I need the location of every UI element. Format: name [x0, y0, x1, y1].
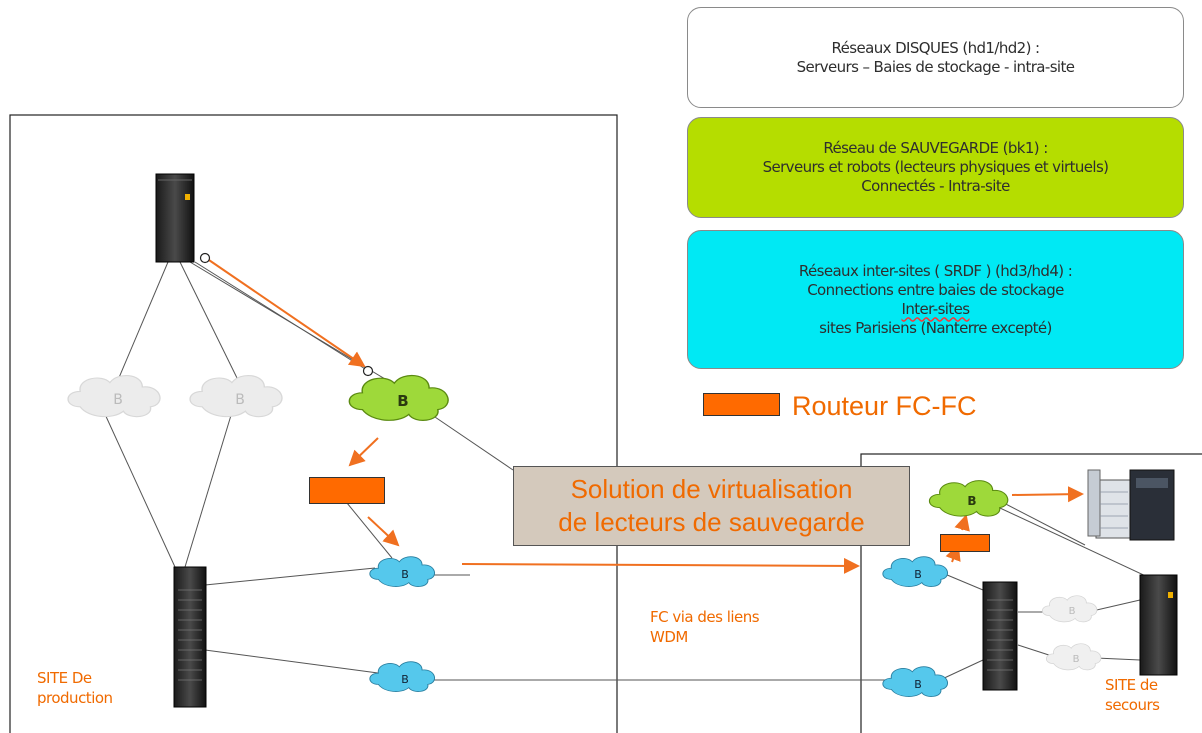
virtualisation-line1: Solution de virtualisation — [570, 474, 853, 504]
secours-disk-switch-faded-icon: B — [1046, 643, 1102, 671]
fc-router — [309, 477, 385, 504]
production-server-icon — [155, 173, 195, 263]
legend-intersite-line3: Inter-sites — [901, 299, 971, 318]
virtualisation-solution-box: Solution de virtualisation de lecteurs d… — [513, 466, 910, 546]
svg-text:B: B — [967, 494, 976, 508]
legend-backup-line1: Réseau de SAUVEGARDE (bk1) : — [823, 139, 1048, 157]
svg-text:B: B — [1073, 654, 1080, 665]
svg-text:B: B — [914, 678, 922, 691]
svg-text:B: B — [914, 568, 922, 581]
legend-intersite-line2: Connections entre baies de stockage — [807, 280, 1064, 299]
svg-text:B: B — [235, 392, 245, 408]
svg-text:B: B — [401, 673, 409, 686]
legend-disk-networks: Réseaux DISQUES (hd1/hd2) : Serveurs – B… — [687, 7, 1184, 108]
wdm-link-label: FC via des liens WDM — [650, 607, 760, 647]
virtualisation-line2: de lecteurs de sauvegarde — [558, 507, 865, 537]
site-secours-label: SITE de secours — [1105, 675, 1160, 715]
port-circle — [362, 365, 374, 377]
production-site-frame — [9, 114, 618, 733]
legend-backup-line3: Connectés - Intra-site — [861, 177, 1010, 195]
legend-disk-line1: Réseaux DISQUES (hd1/hd2) : — [831, 38, 1041, 57]
site-production-line2: production — [37, 689, 113, 707]
site-secours-line2: secours — [1105, 696, 1160, 714]
data-flow-arrows — [205, 257, 1084, 574]
secours-storage-icon — [982, 581, 1018, 691]
svg-text:B: B — [1069, 606, 1076, 617]
legend-backup-line2: Serveurs et robots (lecteurs physiques e… — [762, 158, 1109, 176]
tape-library-icon — [1087, 469, 1175, 541]
site-production-line1: SITE De — [37, 669, 92, 687]
router-legend-label: Routeur FC-FC — [792, 391, 977, 421]
svg-text:B: B — [397, 392, 408, 410]
port-circle — [199, 252, 211, 264]
secours-server-icon — [1139, 574, 1178, 676]
svg-text:B: B — [113, 392, 123, 408]
secours-disk-switch-faded-icon: B — [1042, 595, 1098, 623]
legend-backup-network: Réseau de SAUVEGARDE (bk1) : Serveurs et… — [687, 117, 1184, 218]
wdm-line2: WDM — [650, 628, 688, 646]
legend-disk-line2: Serveurs – Baies de stockage - intra-sit… — [796, 57, 1075, 76]
legend-intersite-networks: Réseaux inter-sites ( SRDF ) (hd3/hd4) :… — [687, 230, 1184, 369]
intersite-switch-icon: B — [369, 556, 436, 588]
wdm-line1: FC via des liens — [650, 608, 760, 626]
svg-text:B: B — [401, 568, 409, 581]
legend-intersite-line1: Réseaux inter-sites ( SRDF ) (hd3/hd4) : — [798, 261, 1073, 280]
intersite-switch-icon: B — [369, 661, 436, 693]
intersite-switch-icon: B — [882, 556, 949, 588]
secours-backup-switch-icon: B — [928, 480, 1009, 517]
disk-switch-faded-icon: B — [189, 374, 283, 418]
production-storage-icon — [173, 566, 207, 708]
secours-site-frame — [860, 453, 1202, 733]
disk-switch-faded-icon: B — [67, 374, 161, 418]
site-secours-line1: SITE de — [1105, 676, 1158, 694]
fc-router-secours — [940, 534, 990, 552]
backup-switch-icon: B — [348, 374, 449, 422]
site-production-label: SITE De production — [37, 668, 113, 708]
intersite-switch-icon: B — [882, 666, 949, 698]
router-legend-swatch — [703, 393, 780, 416]
legend-intersite-line4: sites Parisiens (Nanterre excepté) — [819, 318, 1052, 337]
